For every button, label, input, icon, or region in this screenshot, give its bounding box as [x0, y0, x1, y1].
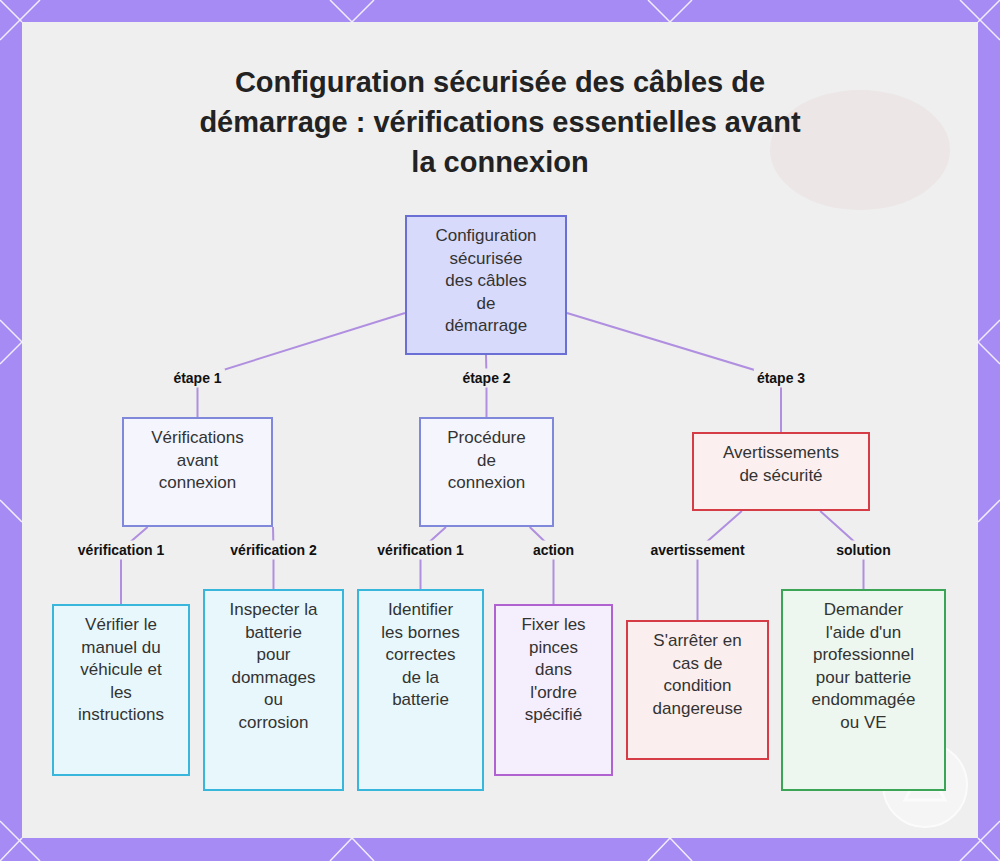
step-box: Procédure de connexion — [419, 417, 554, 527]
node-label: Demander l'aide d'un professionnel pour … — [811, 599, 916, 734]
frame-diagonal — [978, 500, 1000, 522]
warning-box: S'arrêter en cas de condition dangereuse — [626, 620, 769, 760]
edge-label: étape 3 — [754, 369, 808, 388]
frame-diagonal — [0, 0, 40, 40]
frame-diagonal — [0, 500, 22, 522]
check-box: Vérifier le manuel du véhicule et les in… — [52, 604, 190, 776]
node-label: Configuration sécurisée des câbles de dé… — [435, 225, 537, 338]
frame-diagonal — [0, 342, 22, 364]
frame-diagonal — [960, 0, 1000, 40]
edge-label: vérification 1 — [374, 541, 466, 560]
warning-step-box: Avertissements de sécurité — [692, 432, 870, 511]
edge-label: action — [530, 541, 577, 560]
frame-diagonal — [0, 838, 22, 861]
connector-line — [567, 313, 781, 432]
frame-diagonal — [670, 0, 692, 22]
edge-label: avertissement — [647, 541, 747, 560]
frame-diagonal — [352, 838, 374, 861]
edge-label: vérification 2 — [227, 541, 319, 560]
frame-diagonal — [0, 0, 22, 22]
node-label: Vérifications avant connexion — [146, 427, 249, 495]
frame-diagonal — [978, 0, 1000, 22]
frame-diagonal — [0, 821, 40, 861]
edge-label: vérification 1 — [75, 541, 167, 560]
edge-label: solution — [833, 541, 893, 560]
edge-label: étape 2 — [459, 369, 513, 388]
frame-diagonal — [352, 0, 374, 22]
connector-line — [530, 527, 554, 604]
node-label: Vérifier le manuel du véhicule et les in… — [74, 614, 168, 727]
connector-line — [698, 511, 742, 620]
connector-line — [121, 527, 148, 604]
action-box: Fixer les pinces dans l'ordre spécifié — [494, 604, 613, 776]
check-box: Identifier les bornes correctes de la ba… — [357, 589, 484, 791]
frame-diagonal — [978, 342, 1000, 364]
solution-box: Demander l'aide d'un professionnel pour … — [781, 589, 946, 791]
frame-diagonal — [0, 320, 22, 342]
root-box: Configuration sécurisée des câbles de dé… — [405, 215, 567, 355]
node-label: Procédure de connexion — [443, 427, 530, 495]
node-label: Fixer les pinces dans l'ordre spécifié — [514, 614, 593, 727]
node-label: Avertissements de sécurité — [713, 442, 849, 487]
frame-diagonal — [330, 838, 352, 861]
frame-diagonal — [670, 838, 692, 861]
connector-line — [198, 313, 406, 417]
frame-diagonal — [648, 0, 670, 22]
panel-background — [22, 22, 978, 838]
step-box: Vérifications avant connexion — [122, 417, 273, 527]
check-box: Inspecter la batterie pour dommages ou c… — [203, 589, 344, 791]
edge-label: étape 1 — [170, 369, 224, 388]
node-label: Inspecter la batterie pour dommages ou c… — [229, 599, 318, 734]
frame-diagonal — [978, 320, 1000, 342]
node-label: Identifier les bornes correctes de la ba… — [379, 599, 462, 712]
frame-diagonal — [960, 821, 1000, 861]
node-label: S'arrêter en cas de condition dangereuse — [644, 630, 751, 720]
frame-diagonal — [330, 0, 352, 22]
frame-diagonal — [978, 838, 1000, 861]
frame-diagonal — [648, 838, 670, 861]
diagram-title: Configuration sécurisée des câbles de dé… — [190, 62, 810, 182]
